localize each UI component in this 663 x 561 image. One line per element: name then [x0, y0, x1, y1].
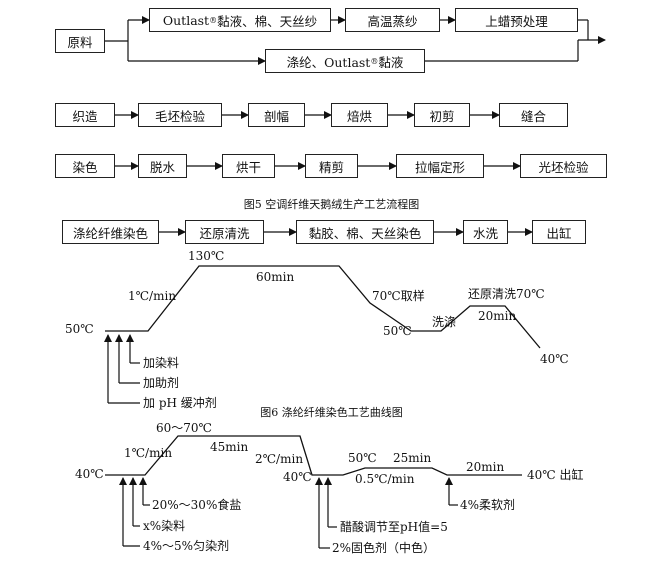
box-grey-inspect-text: 毛坯检验 — [154, 108, 205, 124]
c2-top-temp: 60～70℃ — [156, 421, 212, 435]
box-water-wash: 水洗 — [463, 220, 508, 244]
c1-sample: 70℃取样 — [372, 289, 425, 303]
c1-add-aux: 加助剂 — [143, 376, 180, 390]
box-weaving: 织造 — [55, 103, 115, 127]
c1-wash: 洗涤 — [432, 315, 457, 329]
box-final-inspect-text: 光坯检验 — [538, 159, 589, 175]
c1-hold: 60min — [256, 270, 295, 284]
box-sew-text: 缝合 — [520, 108, 546, 124]
box-steam-text: 高温蒸纱 — [367, 13, 418, 29]
box-reduction-clean: 还原清洗 — [185, 220, 264, 244]
box-wax-text: 上蜡预处理 — [485, 13, 548, 29]
box-water-wash-text: 水洗 — [472, 225, 498, 241]
c2-softener: 4%柔软剂 — [460, 498, 516, 512]
box-cellulose-dye-text: 黏胶、棉、天丝染色 — [308, 225, 422, 241]
box-polyester-dye-text: 涤纶纤维染色 — [72, 225, 148, 241]
box-polyester-viscose: 涤纶、Outlast®黏液 — [265, 49, 425, 73]
registered-mark: ® — [209, 15, 218, 25]
c2-add-leveling: 4%～5%匀染剂 — [143, 539, 230, 553]
box-dry: 烘干 — [222, 154, 275, 178]
yarn-text: 黏液、棉、天丝纱 — [217, 13, 318, 29]
figure5-caption: 图5 空调纤维天鹅绒生产工艺流程图 — [243, 198, 420, 211]
box-raw-text: 原料 — [67, 34, 93, 50]
c2-mid-temp: 40℃ — [283, 470, 312, 484]
box-sew: 缝合 — [499, 103, 568, 127]
box-fiber-yarn: Outlast®黏液、棉、天丝纱 — [149, 8, 331, 32]
box-cellulose-dye: 黏胶、棉、天丝染色 — [296, 220, 434, 244]
c2-rate2: 2℃/min — [255, 452, 304, 466]
c1-top-temp: 130℃ — [188, 249, 225, 263]
c1-end-temp: 40℃ — [540, 352, 569, 366]
c1-reduce-time: 20min — [478, 309, 517, 323]
c2-hold2: 25min — [393, 451, 432, 465]
box-dyeing-text: 染色 — [72, 159, 98, 175]
box-dyeing: 染色 — [55, 154, 115, 178]
box-final-inspect: 光坯检验 — [520, 154, 607, 178]
viscose-text: 黏液 — [378, 54, 404, 70]
box-tenter-text: 拉幅定形 — [414, 159, 465, 175]
box-steam: 高温蒸纱 — [345, 8, 440, 32]
c1-add-dye: 加染料 — [143, 356, 180, 370]
c2-add-dye: x%染料 — [143, 519, 186, 533]
box-fine-cut-text: 精剪 — [318, 159, 344, 175]
c2-start-temp: 40℃ — [75, 467, 104, 481]
c2-rise-temp: 50℃ — [348, 451, 377, 465]
c2-hold3: 20min — [466, 460, 505, 474]
c1-add-buffer: 加 pH 缓冲剂 — [143, 396, 217, 410]
c2-end: 40℃ 出缸 — [527, 468, 584, 482]
curve1-line — [105, 265, 541, 349]
curve2-line — [105, 435, 522, 476]
box-dry-text: 烘干 — [235, 159, 261, 175]
box-tenter: 拉幅定形 — [396, 154, 484, 178]
c2-add-salt: 20%～30%食盐 — [152, 498, 242, 512]
box-raw: 原料 — [55, 29, 105, 53]
box-unload: 出缸 — [532, 220, 586, 244]
figure6-caption: 图6 涤纶纤维染色工艺曲线图 — [260, 406, 403, 419]
c2-hold1: 45min — [210, 440, 249, 454]
box-polyester-dye: 涤纶纤维染色 — [62, 220, 159, 244]
c2-rate1: 1℃/min — [124, 446, 173, 460]
box-split-text: 剖幅 — [263, 108, 289, 124]
registered-mark-2: ® — [370, 56, 379, 66]
box-dewater: 脱水 — [138, 154, 187, 178]
c2-add-acid: 醋酸调节至pH值=5 — [340, 520, 448, 534]
box-bake-text: 焙烘 — [346, 108, 372, 124]
c1-rate: 1℃/min — [128, 289, 177, 303]
c2-rate3: 0.5℃/min — [355, 472, 415, 486]
box-fine-cut: 精剪 — [305, 154, 358, 178]
box-weaving-text: 织造 — [72, 108, 98, 124]
box-first-cut-text: 初剪 — [429, 108, 455, 124]
outlast-text: Outlast — [162, 12, 210, 28]
box-grey-inspect: 毛坯检验 — [138, 103, 222, 127]
box-dewater-text: 脱水 — [149, 159, 175, 175]
box-reduction-clean-text: 还原清洗 — [199, 225, 250, 241]
c1-reduce: 还原清洗70℃ — [468, 287, 545, 301]
box-bake: 焙烘 — [331, 103, 388, 127]
c1-low-temp: 50℃ — [383, 324, 412, 338]
polyester-text: 涤纶、Outlast — [286, 54, 371, 70]
c1-start-temp: 50℃ — [65, 322, 94, 336]
c2-add-fixing: 2%固色剂（中色） — [332, 541, 436, 555]
box-first-cut: 初剪 — [414, 103, 470, 127]
box-split: 剖幅 — [248, 103, 305, 127]
box-unload-text: 出缸 — [546, 225, 572, 241]
box-wax: 上蜡预处理 — [455, 8, 578, 32]
